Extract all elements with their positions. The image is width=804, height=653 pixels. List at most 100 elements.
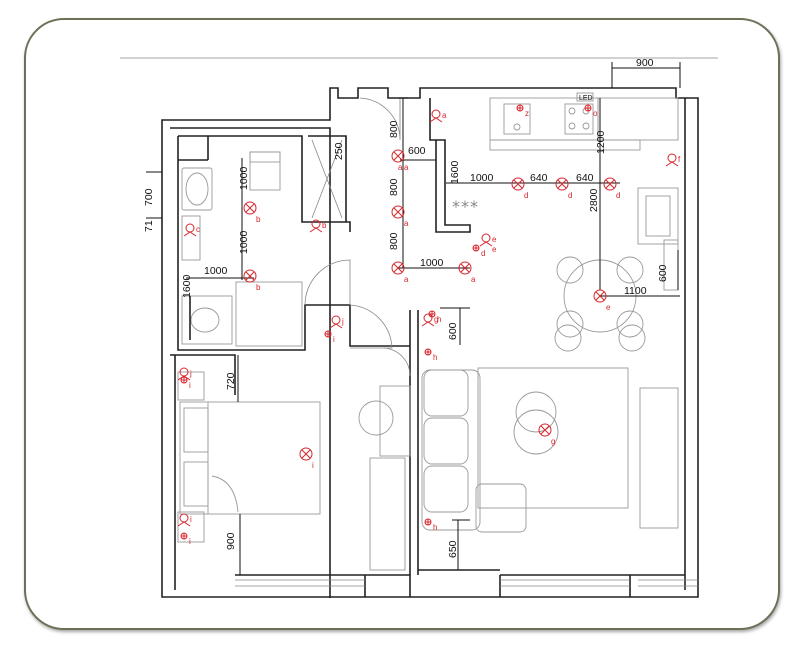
led-label: LED [579,95,593,102]
light-fixture-icon [391,149,405,163]
socket-label: i [189,381,191,390]
dim-1000-kitchen: 1000 [470,172,494,184]
switch-label: i [190,515,192,524]
kitchen-fixtures [489,97,679,352]
dim-1000-bath-1: 1000 [238,166,250,190]
light-cross-icon [393,207,403,217]
stars-label: *** [452,197,479,216]
socket-cross-icon [429,311,435,317]
dim-1000-hall: 1000 [420,257,444,269]
socket-label: h [433,523,437,532]
switch-label: f [678,155,681,164]
socket-cross-icon [473,245,479,251]
socket-cross-icon [425,349,431,355]
light-fixture-icon [243,201,257,215]
switch-label: g [434,315,438,324]
switch-leg-icon [479,241,493,247]
led-box [576,92,594,102]
light-cross-icon [513,179,523,189]
light-fixture-icon [538,423,552,437]
dim-800-a: 800 [388,120,400,138]
switch-icon [431,109,441,119]
dim-71: 71 [143,220,155,232]
dim-720: 720 [225,372,237,390]
socket-cross-icon [585,105,591,111]
switch-leg-icon [329,323,343,329]
dim-650: 650 [447,540,459,558]
switch-label: a [442,111,447,120]
switch-label: b [322,221,327,230]
dim-800-b: 800 [388,178,400,196]
living-furniture [358,367,679,533]
socket-label: o [593,109,598,118]
fixture-label: i [312,461,314,470]
fixture-label: b [256,283,261,292]
dim-900: 900 [636,57,654,69]
fixture-label: a [471,275,476,284]
light-fixture-icon [511,177,525,191]
switch-icon [667,153,677,163]
switch-icon [481,233,491,243]
socket-label: z [525,109,529,118]
socket-label: h [433,353,437,362]
light-cross-icon [301,449,311,459]
bathroom-fixtures [181,151,303,347]
switch-label: j [189,369,192,378]
fixture-label: d [616,191,620,200]
socket-label: i [333,335,335,344]
switch-leg-icon [177,375,191,381]
light-fixture-icon [243,269,257,283]
walls [161,87,699,598]
light-fixture-icon [555,177,569,191]
dim-1200: 1200 [595,130,607,154]
switch-leg-icon [309,227,323,233]
switch-label: j [341,317,344,326]
dim-600-top: 600 [408,145,426,157]
dim-700: 700 [143,188,155,206]
socket-label: d [481,249,485,258]
socket-label: i [189,537,191,546]
socket-cross-icon [425,519,431,525]
light-fixture-icon [391,261,405,275]
switch-leg-icon [177,521,191,527]
fixture-label: e [492,245,497,254]
dim-1100: 1100 [624,285,647,297]
socket-cross-icon [181,377,187,383]
light-cross-icon [540,425,550,435]
fixture-label: e [606,303,611,312]
switch-icon [331,315,341,325]
dim-1600-bath: 1600 [181,274,193,298]
light-fixture-icon [593,289,607,303]
switch-leg-icon [183,231,197,237]
switch-label: e [492,235,497,244]
dim-1000-bath-3: 1000 [204,265,228,277]
fixture-label: a [398,163,403,172]
dim-250: 250 [333,142,345,160]
dim-800-c: 800 [388,232,400,250]
socket-cross-icon [517,105,523,111]
fixture-label: a [404,275,409,284]
fixture-label: a [404,219,409,228]
socket-cross-icon [181,533,187,539]
light-cross-icon [245,203,255,213]
bedroom-furniture [177,371,321,543]
light-cross-icon [393,263,403,273]
socket-cross-icon [325,331,331,337]
light-cross-icon [245,271,255,281]
dim-640-b: 640 [576,172,594,184]
dimension-lines [146,62,681,575]
fixture-label: g [551,437,555,446]
doors [304,97,411,571]
socket-label: h [437,315,441,324]
light-fixture-icon [603,177,617,191]
light-cross-icon [557,179,567,189]
dim-1600: 1600 [449,160,461,184]
switch-leg-icon [421,321,435,327]
fixture-label: d [568,191,572,200]
switch-icon [423,313,433,323]
switch-leg-icon [429,117,443,123]
fixture-label: d [524,191,528,200]
dimension-labels: 900 800 800 800 250 600 1600 1000 640 64… [143,57,669,558]
fixture-label: b [256,215,261,224]
